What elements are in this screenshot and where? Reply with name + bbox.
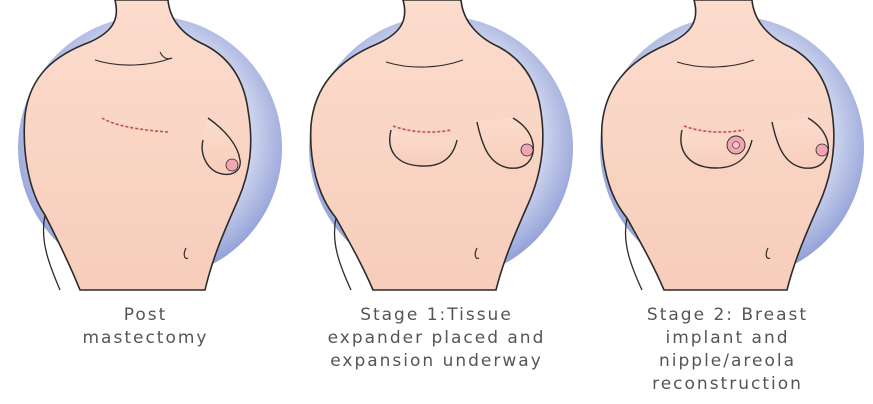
torso-illustration-post-mastectomy xyxy=(0,0,291,300)
caption-stage-2: Stage 2: Breast implant and nipple/areol… xyxy=(582,304,873,396)
nipple xyxy=(816,144,828,156)
nipple xyxy=(226,159,238,171)
caption-post-mastectomy: Post mastectomy xyxy=(0,304,291,350)
torso-illustration-stage-2 xyxy=(582,0,873,300)
caption-stage-1: Stage 1:Tissue expander placed and expan… xyxy=(291,304,582,373)
torso-illustration-stage-1 xyxy=(291,0,582,300)
nipple xyxy=(521,144,533,156)
panel-stage-1: Stage 1:Tissue expander placed and expan… xyxy=(291,0,582,404)
panel-stage-2: Stage 2: Breast implant and nipple/areol… xyxy=(582,0,873,404)
reconstructed-nipple xyxy=(733,142,740,149)
panel-post-mastectomy: Post mastectomy xyxy=(0,0,291,404)
